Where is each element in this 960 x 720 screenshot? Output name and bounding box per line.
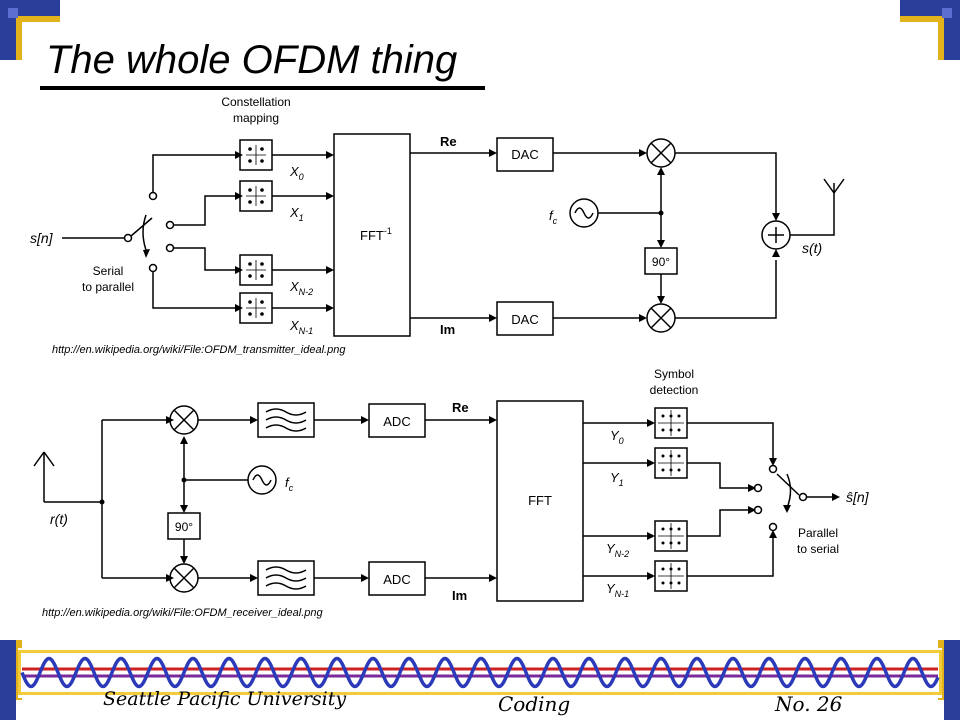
tx-ifft-label: FFT bbox=[360, 228, 384, 243]
tx-dac-top-label: DAC bbox=[511, 147, 538, 162]
svg-text:YN-2: YN-2 bbox=[606, 541, 629, 559]
svg-text:X0: X0 bbox=[289, 164, 304, 182]
svg-text:XN-2: XN-2 bbox=[289, 279, 313, 297]
tx-x0-label: X bbox=[289, 164, 300, 179]
tx-x1-label: X bbox=[289, 205, 300, 220]
ofdm-transmitter-diagram: Constellation mapping s[n] Serial to par… bbox=[30, 95, 845, 337]
slide-title: The whole OFDM thing bbox=[46, 38, 458, 82]
rx-parallel-label-1: Parallel bbox=[798, 526, 838, 540]
title-underline bbox=[40, 86, 485, 90]
receiver-source-url[interactable]: http://en.wikipedia.org/wiki/File:OFDM_r… bbox=[42, 607, 323, 619]
rx-input-label: r(t) bbox=[50, 511, 68, 527]
rx-symbol-detection-label-1: Symbol bbox=[654, 367, 694, 381]
tx-re-label: Re bbox=[440, 134, 457, 149]
corner-decoration-top-right bbox=[900, 0, 960, 60]
rx-symbol-detection-label-2: detection bbox=[650, 383, 699, 397]
rx-adc-top-label: ADC bbox=[383, 414, 410, 429]
svg-text:Y1: Y1 bbox=[610, 470, 624, 488]
footer-page-number: No. 26 bbox=[775, 692, 843, 716]
tx-phase-label: 90° bbox=[652, 255, 670, 269]
rx-im-label: Im bbox=[452, 588, 467, 603]
svg-text:YN-1: YN-1 bbox=[606, 581, 629, 599]
svg-text:FFT-1: FFT-1 bbox=[360, 226, 392, 243]
tx-constellation-label-1: Constellation bbox=[221, 95, 290, 109]
footer-course: Coding bbox=[498, 692, 571, 716]
tx-xn1-label: X bbox=[289, 318, 300, 333]
tx-xn2-label: X bbox=[289, 279, 300, 294]
tx-output-label: s(t) bbox=[802, 240, 822, 256]
rx-phase-label: 90° bbox=[175, 520, 193, 534]
svg-text:XN-1: XN-1 bbox=[289, 318, 313, 336]
rx-y0-label: Y bbox=[610, 428, 620, 443]
rx-y1-label: Y bbox=[610, 470, 620, 485]
rx-re-label: Re bbox=[452, 400, 469, 415]
rx-carrier-label: f bbox=[285, 475, 290, 490]
transmitter-source-url[interactable]: http://en.wikipedia.org/wiki/File:OFDM_t… bbox=[52, 344, 346, 356]
rx-adc-bottom-label: ADC bbox=[383, 572, 410, 587]
tx-im-label: Im bbox=[440, 322, 455, 337]
tx-carrier-label: f bbox=[549, 208, 554, 223]
tx-serial-label-1: Serial bbox=[93, 264, 124, 278]
svg-text:X1: X1 bbox=[289, 205, 304, 223]
footer-university: Seattle Pacific University bbox=[103, 688, 347, 710]
svg-text:Y0: Y0 bbox=[610, 428, 624, 446]
tx-constellation-label-2: mapping bbox=[233, 111, 279, 125]
svg-text:fc: fc bbox=[285, 475, 294, 493]
tx-serial-label-2: to parallel bbox=[82, 280, 134, 294]
tx-dac-bottom-label: DAC bbox=[511, 312, 538, 327]
rx-yn2-label: Y bbox=[606, 541, 616, 556]
rx-output-label: ŝ[n] bbox=[846, 489, 870, 505]
rx-yn1-label: Y bbox=[606, 581, 616, 596]
svg-text:fc: fc bbox=[549, 208, 558, 226]
footer-wave-band bbox=[18, 648, 942, 698]
ofdm-receiver-diagram: Symbol detection r(t) 90° fc ADC ADC Re … bbox=[33, 367, 870, 603]
rx-fft-label: FFT bbox=[528, 493, 552, 508]
corner-decoration-top-left bbox=[0, 0, 60, 60]
rx-parallel-label-2: to serial bbox=[797, 542, 839, 556]
tx-input-label: s[n] bbox=[30, 230, 54, 246]
